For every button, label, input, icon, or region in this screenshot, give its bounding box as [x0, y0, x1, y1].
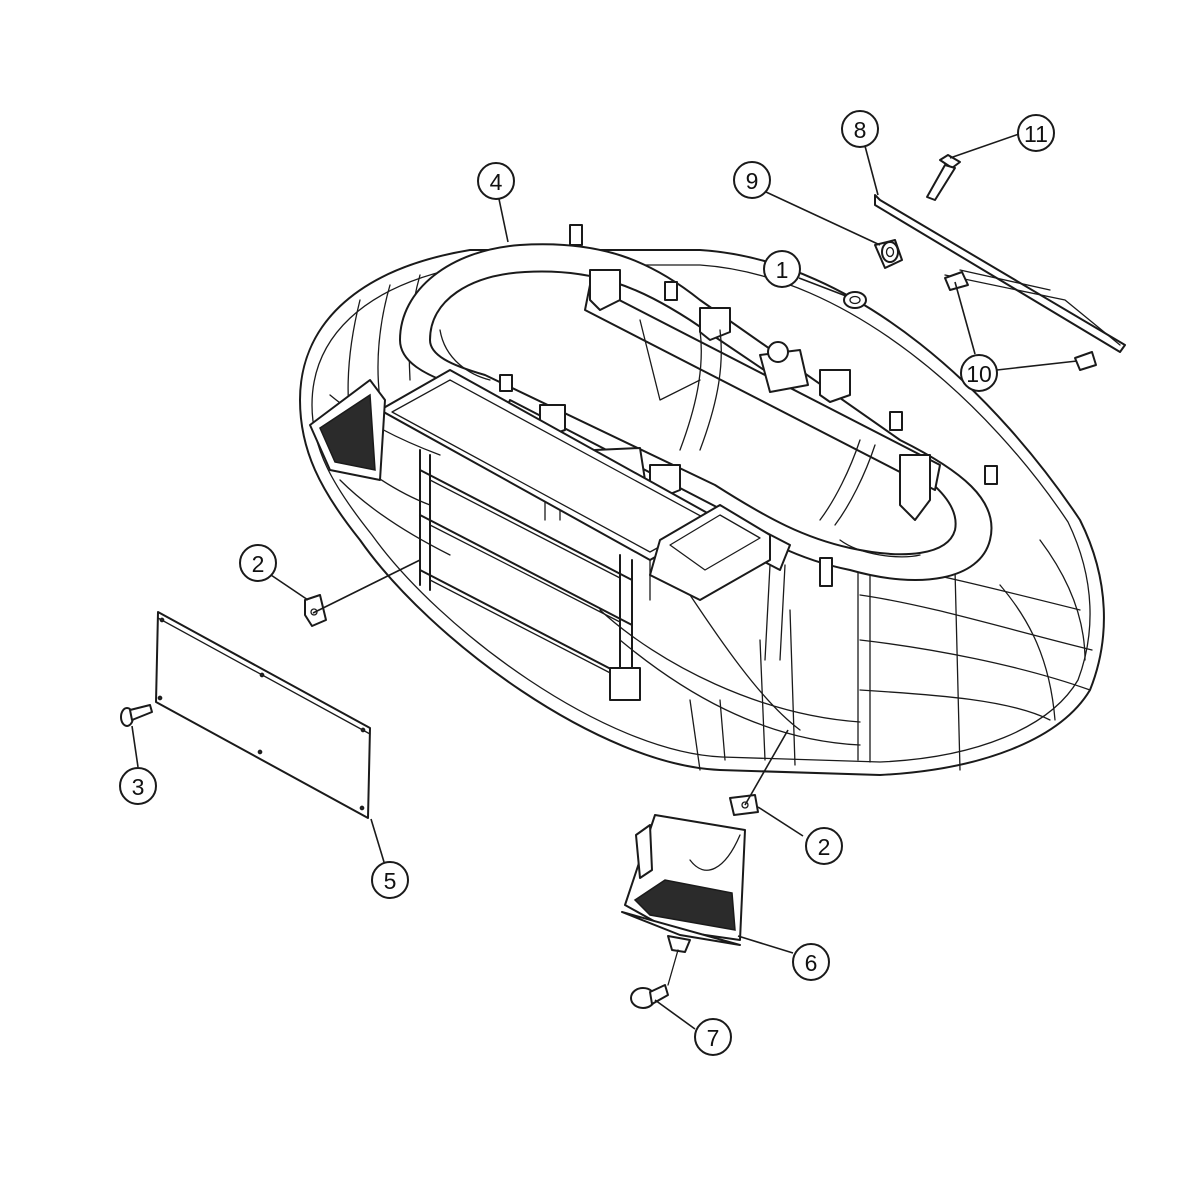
- callout-6-label: 6: [805, 950, 818, 976]
- pin-part-11: [926, 154, 961, 201]
- callout-8: 8: [841, 110, 879, 148]
- callout-4: 4: [477, 162, 515, 200]
- callout-11: 11: [1017, 114, 1055, 152]
- callout-9-label: 9: [746, 168, 759, 194]
- callout-2-upper: 2: [239, 544, 277, 582]
- cage-frame-assembly: [299, 224, 1105, 776]
- callout-1-label: 1: [776, 257, 789, 283]
- bushing-part-9: [874, 239, 903, 269]
- leader-lines: [131, 133, 1078, 1030]
- bar-part-8: [874, 194, 1126, 353]
- callout-3-label: 3: [132, 774, 145, 800]
- callout-1: 1: [763, 250, 801, 288]
- callout-2-upper-label: 2: [252, 551, 265, 577]
- callout-9: 9: [733, 161, 771, 199]
- callout-11-label: 11: [1024, 121, 1048, 147]
- callout-2-lower-label: 2: [818, 834, 831, 860]
- callout-5: 5: [371, 861, 409, 899]
- clip-part-10-a: [944, 271, 969, 291]
- callout-5-label: 5: [384, 868, 397, 894]
- bracket-part-2-a: [304, 594, 327, 627]
- bracket-part-2-b: [729, 794, 759, 816]
- bumper-part-7: [630, 984, 669, 1009]
- washer-part-1: [843, 291, 867, 309]
- callout-6: 6: [792, 943, 830, 981]
- step-part-6: [621, 814, 746, 986]
- callout-10-label: 10: [966, 361, 992, 387]
- callout-2-lower: 2: [805, 827, 843, 865]
- callout-7-label: 7: [707, 1025, 720, 1051]
- callout-10: 10: [960, 354, 998, 392]
- callout-8-label: 8: [854, 117, 867, 143]
- callout-7: 7: [694, 1018, 732, 1056]
- clip-part-10-b: [1074, 351, 1097, 371]
- callout-4-label: 4: [490, 169, 503, 195]
- callout-3: 3: [119, 767, 157, 805]
- screw-part-3: [120, 704, 153, 727]
- kick-plate-part-5: [155, 611, 371, 819]
